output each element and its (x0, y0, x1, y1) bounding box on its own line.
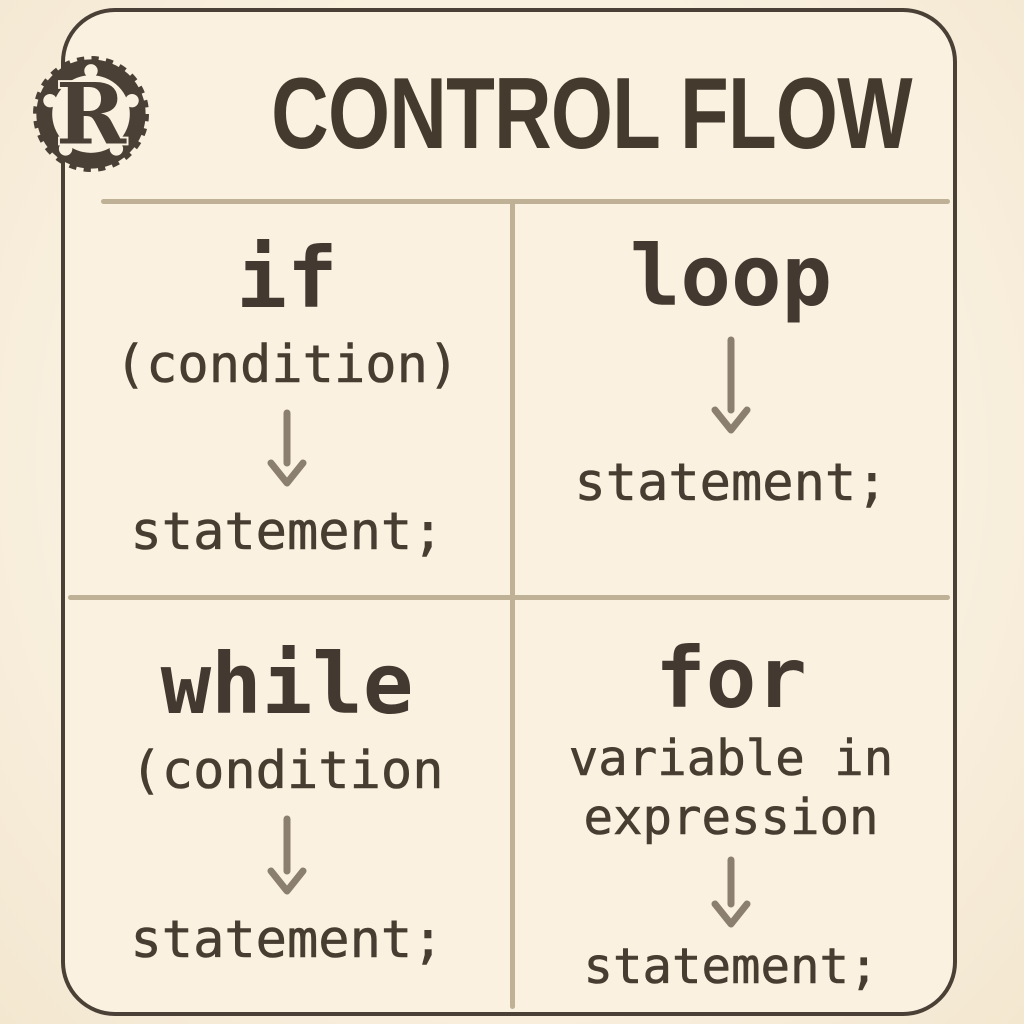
page-title: CONTROL FLOW (270, 57, 912, 170)
down-arrow-icon (711, 856, 751, 928)
down-arrow-icon (267, 815, 307, 895)
vertical-divider (510, 202, 515, 1009)
if-statement-line: statement; (130, 501, 444, 562)
while-statement-line: statement; (130, 909, 444, 970)
down-arrow-icon (267, 409, 307, 487)
bolt-holes (42, 64, 139, 156)
logo-letter-r: R (56, 65, 127, 164)
keyword-while: while (160, 635, 414, 733)
cell-while: while (condition statement; (65, 600, 509, 1012)
horizontal-divider (68, 595, 950, 600)
control-flow-card: R CONTROL FLOW if (condition) statement;… (32, 8, 957, 1016)
gear-inner-face (51, 74, 130, 154)
cell-loop: loop statement; (509, 204, 953, 600)
keyword-for: for (655, 629, 807, 727)
loop-statement-line: statement; (574, 453, 888, 514)
keyword-if: if (236, 229, 338, 327)
header-divider (101, 199, 950, 204)
quadrant-grid: if (condition) statement; loop statement… (65, 204, 953, 1012)
if-condition-line: (condition) (114, 335, 460, 396)
for-header-lines: variable in expression (568, 730, 894, 848)
card-header: R CONTROL FLOW (32, 34, 953, 194)
cell-for: for variable in expression statement; (509, 600, 953, 1012)
while-condition-line: (condition (130, 741, 444, 802)
down-arrow-icon (711, 336, 751, 434)
for-statement-line: statement; (583, 937, 879, 995)
for-expression-line: expression (583, 788, 879, 847)
cell-if: if (condition) statement; (65, 204, 509, 600)
keyword-loop: loop (629, 227, 833, 325)
rust-logo-icon: R (32, 56, 149, 172)
for-variable-line: variable in (568, 730, 894, 788)
